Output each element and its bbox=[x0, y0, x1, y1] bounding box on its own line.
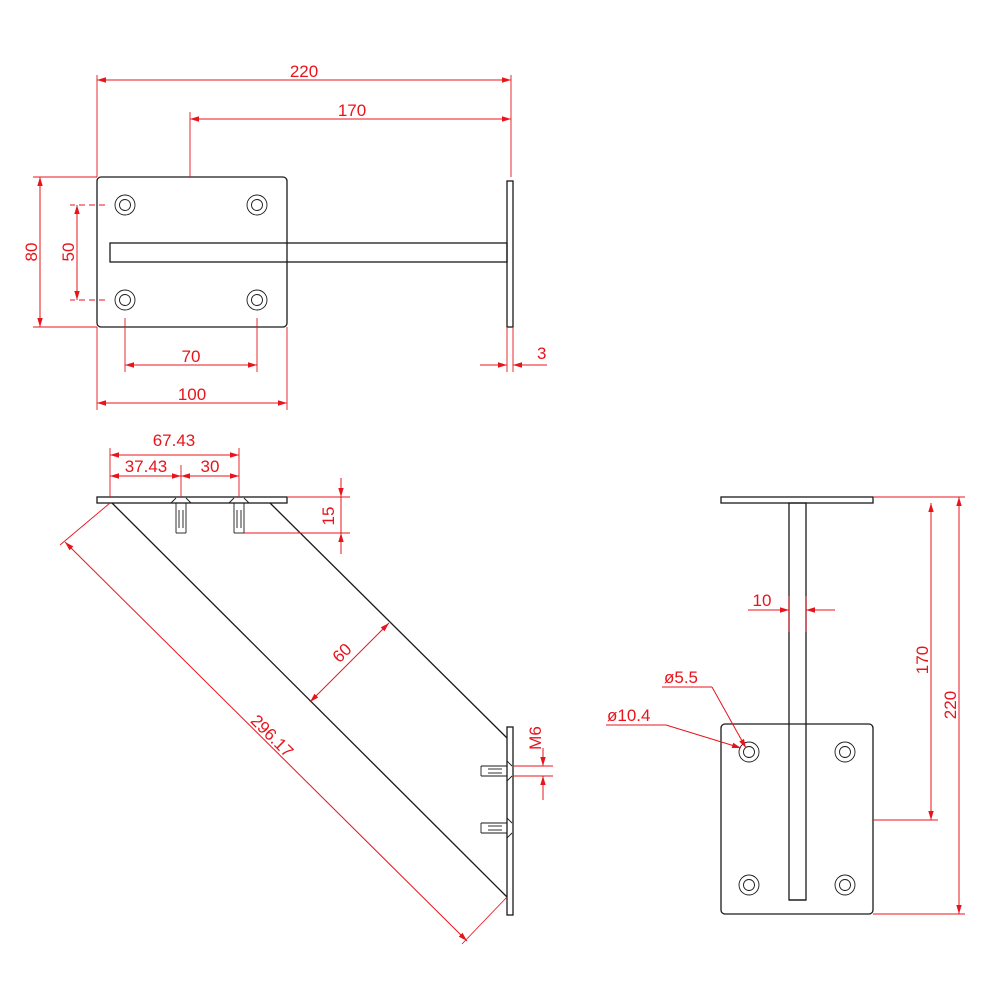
top-view: 220 170 80 50 70 100 3 bbox=[22, 62, 547, 410]
bolt-hole-icon bbox=[738, 741, 760, 763]
bolt-hole-icon bbox=[834, 741, 856, 763]
end-plate-side bbox=[506, 726, 514, 916]
stud-icon bbox=[480, 817, 513, 839]
dim-stud-length: 15 bbox=[319, 507, 338, 526]
stud-icon bbox=[228, 497, 250, 534]
dim-arm-length: 170 bbox=[338, 101, 366, 120]
end-plate-top bbox=[506, 180, 514, 328]
bolt-hole-icon bbox=[114, 289, 136, 311]
dim-diagonal-length: 296.17 bbox=[247, 711, 297, 761]
dim-hole-diameter: ø5.5 bbox=[664, 668, 698, 687]
stud-icon bbox=[170, 497, 192, 534]
dim-end-arm-length: 170 bbox=[913, 646, 932, 674]
dim-end-plate-thickness: 3 bbox=[537, 344, 546, 363]
dim-end-overall-length: 220 bbox=[941, 691, 960, 719]
bolt-hole-icon bbox=[834, 874, 856, 896]
dim-thread: M6 bbox=[526, 726, 545, 750]
dim-overall-length: 220 bbox=[290, 62, 318, 81]
arm-bar-end bbox=[788, 502, 807, 901]
dim-plate-width: 100 bbox=[178, 385, 206, 404]
dim-top-offset-second: 30 bbox=[201, 457, 220, 476]
dim-hole-spacing-vertical: 50 bbox=[59, 243, 78, 262]
stud-icon bbox=[480, 760, 513, 782]
dim-top-offset-first: 37.43 bbox=[125, 457, 168, 476]
bolt-hole-icon bbox=[246, 289, 268, 311]
end-view: 10 ø5.5 ø10.4 170 220 bbox=[606, 496, 965, 915]
dim-arm-thickness: 10 bbox=[753, 591, 772, 610]
dim-plate-height: 80 bbox=[22, 243, 41, 262]
arm-lower-edge bbox=[111, 502, 508, 898]
dim-arm-width: 60 bbox=[329, 640, 356, 667]
top-plate-side bbox=[96, 496, 288, 504]
dim-counterbore-diameter: ø10.4 bbox=[607, 706, 650, 725]
arm-bar-top bbox=[109, 242, 508, 263]
mounting-plate-top bbox=[96, 176, 288, 328]
bolt-hole-icon bbox=[738, 874, 760, 896]
bolt-hole-icon bbox=[114, 194, 136, 216]
side-view: 67.43 37.43 30 15 60 296.17 M6 bbox=[59, 431, 553, 945]
arm-upper-edge bbox=[269, 502, 508, 739]
top-plate-end bbox=[720, 496, 874, 504]
mounting-plate-end bbox=[720, 723, 874, 915]
bolt-hole-icon bbox=[246, 194, 268, 216]
dim-top-offset-total: 67.43 bbox=[153, 431, 196, 450]
dim-hole-spacing-horizontal: 70 bbox=[182, 347, 201, 366]
